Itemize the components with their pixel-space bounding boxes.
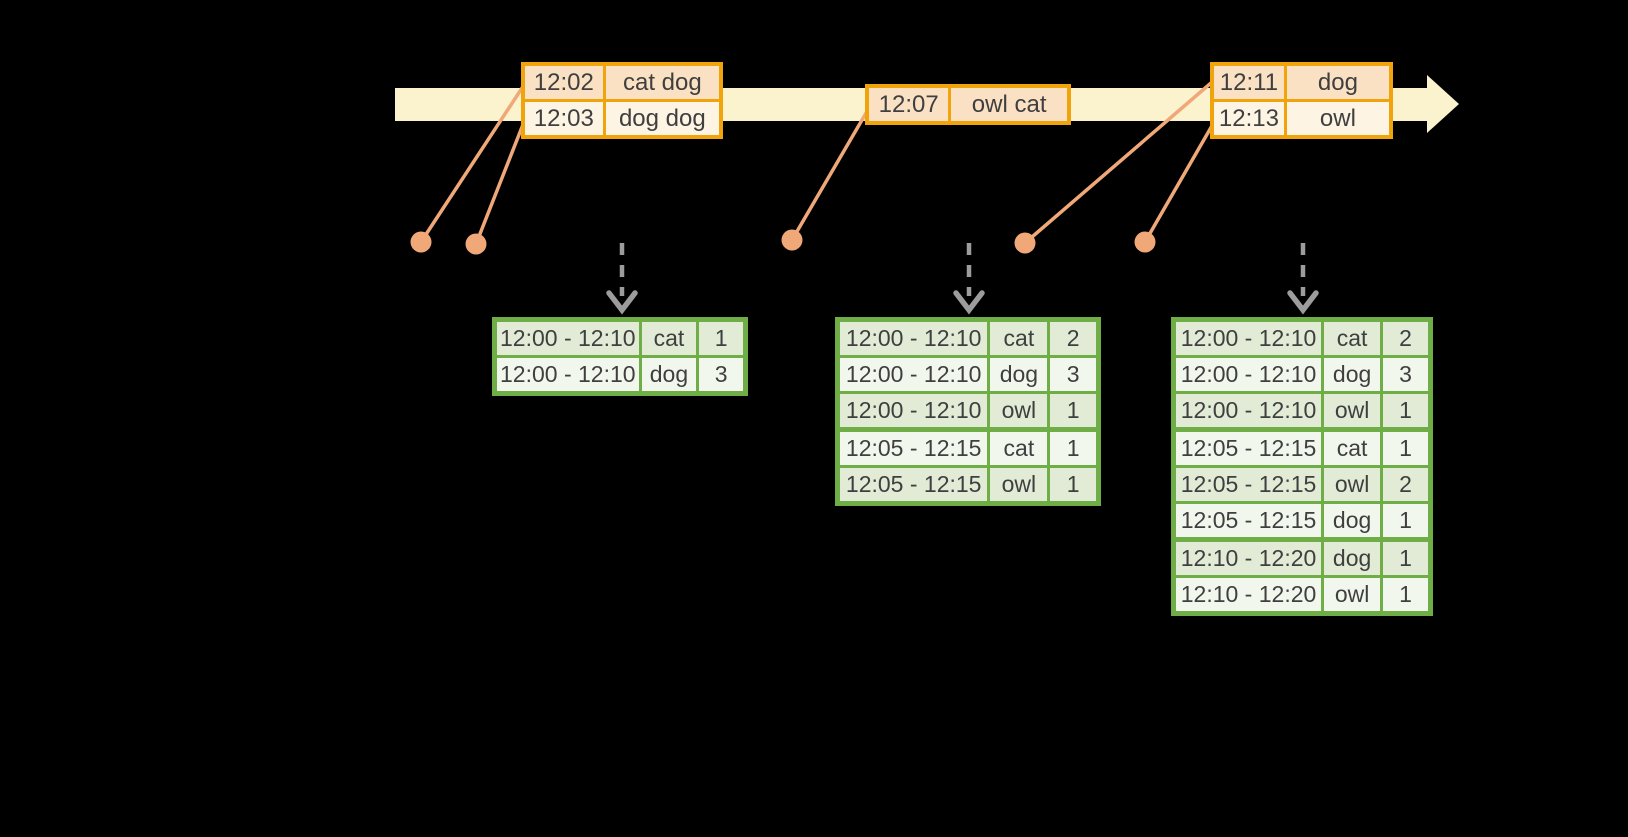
cell-word: dog — [1321, 537, 1384, 578]
cell-count: 1 — [1047, 465, 1100, 505]
cell-count: 1 — [1047, 427, 1100, 468]
timeline-arrowhead-icon — [1427, 75, 1459, 133]
cell-word: owl — [1321, 575, 1384, 615]
event-dot — [1134, 231, 1156, 253]
cell-count: 1 — [1380, 427, 1432, 468]
cell-count: 3 — [696, 355, 747, 395]
cell-window: 12:05 - 12:15 — [1171, 427, 1325, 468]
cell-window: 12:00 - 12:10 — [835, 318, 991, 358]
cell-word: dog — [638, 355, 700, 395]
cell-count: 2 — [1047, 318, 1100, 358]
cell-words: dog — [1283, 62, 1393, 102]
cell-count: 1 — [696, 318, 747, 358]
cell-count: 1 — [1380, 391, 1432, 431]
cell-count: 1 — [1380, 575, 1432, 615]
event-dot — [410, 231, 432, 253]
cell-word: owl — [987, 391, 1051, 431]
cell-word: dog — [987, 355, 1051, 394]
cell-window: 12:05 - 12:15 — [835, 465, 991, 505]
event-leader-line — [1023, 81, 1213, 245]
trigger-arrows — [606, 243, 1319, 315]
cell-window: 12:05 - 12:15 — [835, 427, 991, 468]
cell-time: 12:07 — [865, 84, 952, 125]
cell-count: 2 — [1380, 318, 1432, 358]
cell-word: dog — [1321, 355, 1384, 394]
cell-words: owl — [1283, 99, 1393, 139]
event-leader-line — [790, 106, 871, 242]
cell-words: owl cat — [948, 84, 1071, 125]
cell-time: 12:03 — [521, 99, 606, 139]
event-leader-line — [419, 83, 526, 244]
cell-word: cat — [1321, 427, 1384, 468]
cell-word: owl — [1321, 465, 1384, 504]
cell-word: cat — [638, 318, 700, 358]
event-leader-lines — [419, 81, 1215, 246]
cell-count: 1 — [1380, 501, 1432, 541]
cell-window: 12:05 - 12:15 — [1171, 465, 1325, 504]
cell-word: dog — [1321, 501, 1384, 541]
event-dots — [410, 229, 1156, 255]
cell-word: cat — [987, 318, 1051, 358]
cell-time: 12:11 — [1210, 62, 1287, 102]
cell-count: 2 — [1380, 465, 1432, 504]
cell-window: 12:00 - 12:10 — [493, 318, 642, 358]
cell-window: 12:00 - 12:10 — [1171, 355, 1325, 394]
cell-words: dog dog — [602, 99, 723, 139]
cell-time: 12:02 — [521, 62, 606, 102]
cell-window: 12:00 - 12:10 — [1171, 318, 1325, 358]
trigger-arrowhead-icon — [953, 290, 985, 315]
cell-window: 12:00 - 12:10 — [835, 355, 991, 394]
cell-word: cat — [987, 427, 1051, 468]
cell-count: 3 — [1380, 355, 1432, 394]
cell-word: owl — [1321, 391, 1384, 431]
cell-window: 12:10 - 12:20 — [1171, 537, 1325, 578]
event-leader-line — [474, 120, 526, 246]
cell-window: 12:00 - 12:10 — [1171, 391, 1325, 431]
cell-word: cat — [1321, 318, 1384, 358]
cell-window: 12:00 - 12:10 — [493, 355, 642, 395]
cell-count: 1 — [1047, 391, 1100, 431]
cell-time: 12:13 — [1210, 99, 1287, 139]
cell-count: 1 — [1380, 537, 1432, 578]
cell-count: 3 — [1047, 355, 1100, 394]
cell-window: 12:05 - 12:15 — [1171, 501, 1325, 541]
cell-window: 12:00 - 12:10 — [835, 391, 991, 431]
cell-window: 12:10 - 12:20 — [1171, 575, 1325, 615]
event-dot — [465, 233, 487, 255]
trigger-arrowhead-icon — [1287, 290, 1319, 315]
cell-words: cat dog — [602, 62, 723, 102]
trigger-arrowhead-icon — [606, 290, 638, 315]
event-dot — [1014, 232, 1036, 254]
cell-word: owl — [987, 465, 1051, 505]
event-leader-line — [1143, 122, 1215, 244]
event-dot — [781, 229, 803, 251]
